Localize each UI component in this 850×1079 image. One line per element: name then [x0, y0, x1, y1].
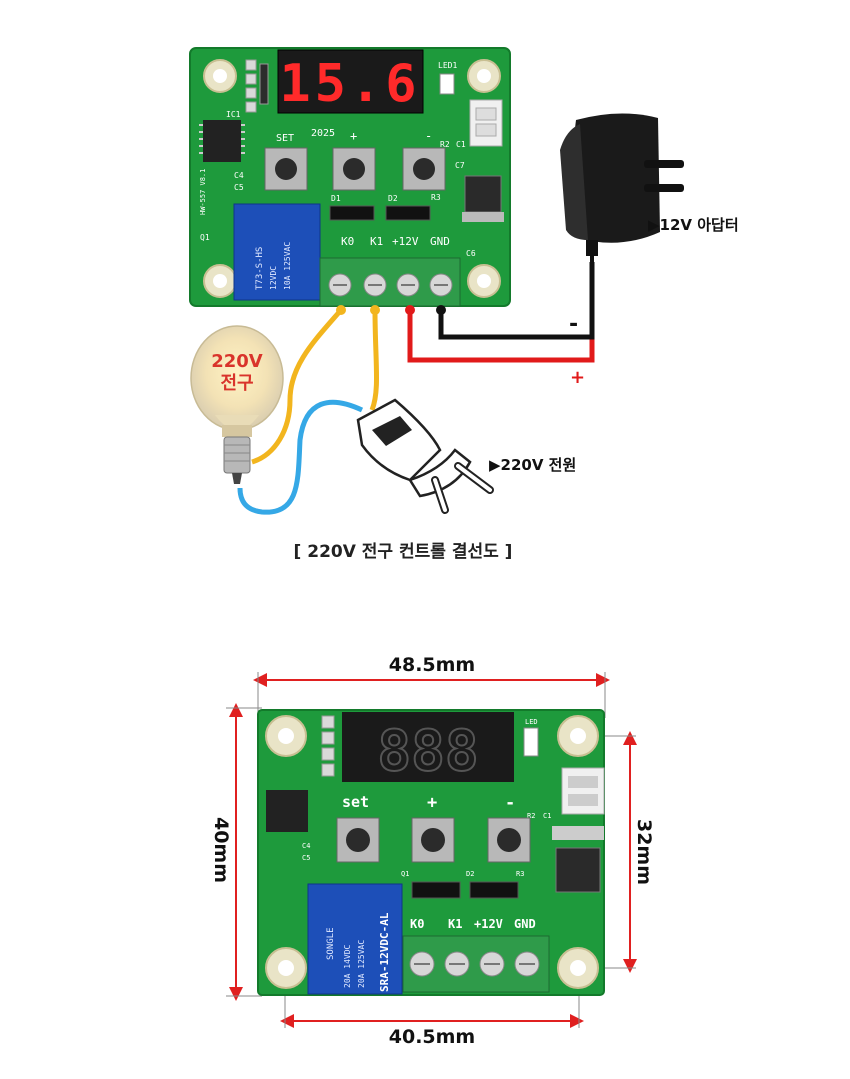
bottom-c1-label: C1 [543, 812, 551, 820]
model-label: HW-557 V8.1 [199, 169, 207, 215]
bottom-ic-chip [266, 790, 308, 832]
bottom-r3-label: R3 [516, 870, 524, 878]
positive-sign: + [570, 367, 585, 388]
year-label: 2025 [311, 128, 335, 139]
bottom-plus-mark: + [427, 793, 437, 813]
r2-label: R2 [440, 140, 450, 149]
bottom-c4-label: C4 [302, 842, 310, 850]
r3-label: R3 [431, 193, 441, 202]
bottom-relay-brand: SONGLE [326, 927, 336, 960]
c6-label: C6 [466, 249, 476, 258]
terminal-k1: K1 [370, 235, 383, 248]
bottom-display [342, 712, 514, 782]
relay-text-1: T73-S-HS [255, 247, 265, 290]
c1-label: C1 [456, 140, 466, 149]
negative-sign: - [569, 312, 578, 337]
c4-label: C4 [234, 171, 244, 180]
minus-mark: - [425, 129, 432, 143]
bottom-voltage-regulator [555, 847, 601, 893]
bottom-relay [307, 883, 403, 995]
dim-height-left: 40mm [210, 817, 232, 883]
diagram-caption: [ 220V 전구 컨트롤 결선도 ] [294, 542, 513, 562]
terminal-k0: K0 [341, 235, 354, 248]
bottom-terminal-gnd: GND [514, 917, 536, 931]
terminal-12v: +12V [392, 235, 419, 248]
bulb-label-line1: 220V [211, 351, 263, 372]
display-value: 15.6 [279, 54, 420, 114]
bottom-relay-text-1: SRA-12VDC-AL [378, 912, 391, 992]
c7-label: C7 [455, 161, 465, 170]
bottom-relay-text-2: 20A 14VDC [343, 944, 352, 988]
bottom-c5-label: C5 [302, 854, 310, 862]
adapter-icon [560, 113, 684, 300]
pcb-buttons [264, 147, 446, 191]
plug-label: ▶220V 전원 [489, 456, 576, 474]
q1-label: Q1 [200, 233, 210, 242]
led [439, 73, 455, 95]
led-label: LED1 [438, 61, 457, 70]
plus-mark: + [350, 129, 357, 143]
dim-height-right: 32mm [633, 819, 655, 885]
wire-yellow-k0 [251, 308, 343, 465]
c5-label: C5 [234, 183, 244, 192]
relay [233, 203, 321, 301]
wiring-diagram: 15.6 LED1 IC1 SET 2025 + - R2 C1 C4 C5 C… [189, 47, 739, 562]
dimension-diagram: 48.5mm 40mm 32mm 40.5mm 888 LED set [210, 654, 655, 1048]
bottom-terminal-k1: K1 [448, 917, 462, 931]
wire-blue [237, 399, 364, 515]
wire-yellow-k1 [369, 309, 380, 411]
power-connector [469, 99, 503, 147]
bottom-r2-label: R2 [527, 812, 535, 820]
bottom-minus-mark: - [505, 793, 515, 813]
dim-width-top: 48.5mm [389, 654, 475, 676]
bottom-display-digits: 888 [377, 719, 478, 784]
bottom-power-connector [561, 767, 605, 815]
set-label: SET [276, 133, 294, 144]
bottom-led-label: LED [525, 718, 538, 726]
ic-label: IC1 [226, 110, 241, 119]
terminal-gnd: GND [430, 235, 450, 248]
relay-text-2: 12VDC [269, 266, 278, 290]
bottom-set-label: set [342, 793, 369, 811]
dim-width-bottom: 40.5mm [389, 1026, 475, 1048]
bulb-label-line2: 전구 [220, 373, 253, 394]
seven-segment-display [277, 49, 424, 114]
bottom-q1-label: Q1 [401, 870, 409, 878]
bulb-icon [190, 325, 284, 484]
ic-chip [203, 120, 241, 162]
d1-label: D1 [331, 194, 341, 203]
d2-label: D2 [388, 194, 398, 203]
plug-icon [356, 398, 494, 514]
bottom-d2-label: D2 [466, 870, 474, 878]
relay-text-3: 10A 125VAC [283, 242, 292, 290]
bottom-terminal-k0: K0 [410, 917, 424, 931]
adapter-label: ▶12V 아답터 [648, 216, 739, 234]
terminal-screws [328, 273, 453, 297]
voltage-regulator [464, 175, 502, 213]
bottom-buttons [336, 817, 531, 863]
bottom-terminal-12v: +12V [474, 917, 503, 931]
bottom-relay-text-3: 20A 125VAC [357, 940, 366, 988]
header-pins [245, 59, 269, 113]
bottom-mounting-holes [265, 715, 599, 989]
bottom-terminal-screws [409, 951, 540, 977]
mounting-holes [203, 59, 501, 298]
